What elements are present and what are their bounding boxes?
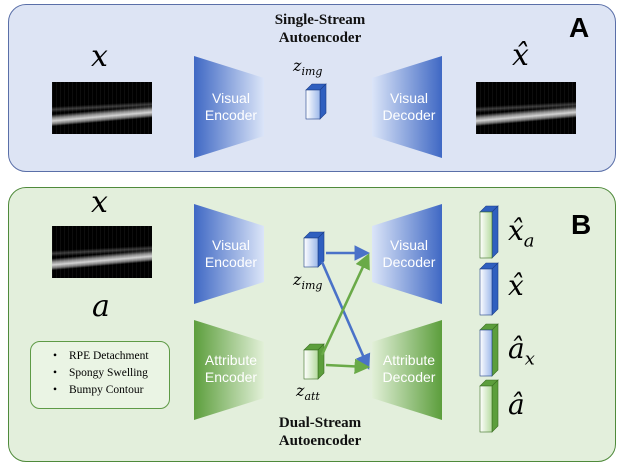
panel-a-title-line2: Autoencoder <box>278 30 362 46</box>
output-label-a: â <box>508 390 525 420</box>
attribute-item: Bumpy Contour <box>53 382 169 399</box>
panel-a-visual-encoder-label: Visual Encoder <box>196 90 266 124</box>
visual-decoder-label: Visual Decoder <box>374 237 444 271</box>
latent-img-main: z <box>293 270 302 289</box>
output-label-ax: âx <box>508 334 535 375</box>
latent-att-cube <box>303 343 325 380</box>
latent-img-cube <box>303 231 325 268</box>
visual-decoder-line2: Decoder <box>382 254 436 270</box>
attribute-list-box: RPE Detachment Spongy Swelling Bumpy Con… <box>30 341 170 409</box>
latent-att-main: z <box>296 381 305 400</box>
visual-decoder-shape <box>372 204 442 304</box>
attribute-decoder-line1: Attribute <box>382 352 436 368</box>
latent-img-sub: img <box>301 279 323 293</box>
diagram-shapes <box>194 56 499 433</box>
attribute-encoder-line2: Encoder <box>204 369 258 385</box>
visual-encoder-shape <box>194 204 264 304</box>
panel-a-input-oct-image <box>52 82 152 134</box>
attribute-list: RPE Detachment Spongy Swelling Bumpy Con… <box>31 342 169 399</box>
panel-a-visual-encoder-shape <box>194 56 264 158</box>
panel-b-input-image-label: x <box>91 185 108 220</box>
arrow-img-to-attribute-decoder <box>320 261 371 370</box>
panel-a-visual-decoder-shape <box>372 56 442 158</box>
panel-a-encoder-line2: Encoder <box>204 107 258 123</box>
attribute-encoder-shape <box>194 320 264 420</box>
latent-att-label: zatt <box>296 381 320 403</box>
panel-a-visual-decoder-label: Visual Decoder <box>374 90 444 124</box>
panel-a-output-oct-image <box>476 82 576 134</box>
output-x-main: x̂ <box>508 269 524 302</box>
panel-b-title: Dual-Stream Autoencoder <box>220 414 420 450</box>
visual-encoder-label: Visual Encoder <box>196 237 266 271</box>
panel-a-letter: A <box>569 12 590 43</box>
attribute-item: RPE Detachment <box>53 348 169 365</box>
output-xa-sub: a <box>523 230 535 252</box>
panel-b-title-line1: Dual-Stream <box>278 415 362 431</box>
arrow-att-to-attribute-decoder <box>325 358 371 375</box>
output-ax-main: â <box>508 332 525 365</box>
panel-b-letter: B <box>571 209 592 240</box>
panel-a-title: Single-Stream Autoencoder <box>220 11 420 47</box>
output-cube-x <box>479 262 499 316</box>
panel-a-title-line1: Single-Stream <box>274 12 366 28</box>
panel-a-encoder-line1: Visual <box>212 90 250 106</box>
output-ax-sub: x <box>524 348 535 370</box>
visual-encoder-line2: Encoder <box>204 254 258 270</box>
attribute-decoder-shape <box>372 320 442 420</box>
attribute-encoder-label: Attribute Encoder <box>194 352 268 386</box>
visual-encoder-line1: Visual <box>212 237 250 253</box>
arrow-att-to-visual-decoder <box>320 253 370 356</box>
latent-att-sub: att <box>304 390 320 404</box>
attribute-encoder-line1: Attribute <box>204 352 258 368</box>
panel-a-output-label: x̂ <box>512 38 529 73</box>
output-label-x: x̂ <box>508 271 524 301</box>
panel-a-latent-sub: img <box>301 65 323 79</box>
panel-a-decoder-line1: Visual <box>390 90 428 106</box>
panel-a-latent-cube <box>305 83 327 120</box>
panel-a-input-label: x <box>91 39 108 74</box>
panel-b-input-attr-label: a <box>92 289 110 324</box>
output-cube-ax <box>479 323 499 377</box>
output-cube-xa <box>479 205 499 259</box>
panel-a-latent-label: zimg <box>293 56 322 78</box>
attribute-decoder-line2: Decoder <box>382 369 436 385</box>
output-cube-a <box>479 379 499 433</box>
output-a-main: â <box>508 388 525 421</box>
visual-decoder-line1: Visual <box>390 237 428 253</box>
attribute-decoder-label: Attribute Decoder <box>372 352 446 386</box>
panel-b-input-oct-image <box>52 226 152 278</box>
attribute-item: Spongy Swelling <box>53 365 169 382</box>
panel-b-title-line2: Autoencoder <box>278 433 362 449</box>
output-xa-main: x̂ <box>508 214 524 247</box>
panel-a-latent-main: z <box>293 56 302 75</box>
latent-img-label: zimg <box>293 270 322 292</box>
output-label-xa: x̂a <box>508 216 535 257</box>
panel-a-decoder-line2: Decoder <box>382 107 436 123</box>
